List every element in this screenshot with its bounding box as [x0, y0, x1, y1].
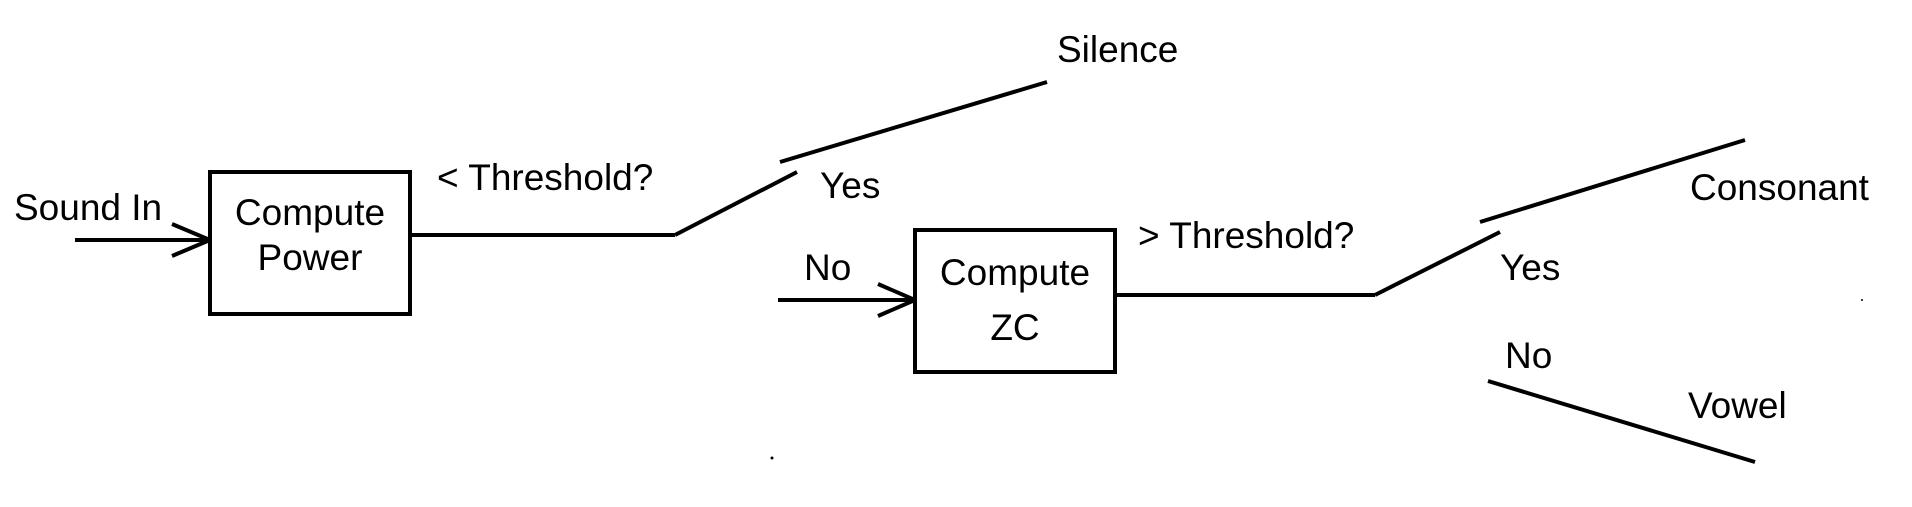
vowel-label: Vowel	[1688, 385, 1787, 426]
consonant-branch-line	[1479, 138, 1746, 224]
vowel-branch-line	[1487, 379, 1756, 464]
speck-dot	[770, 456, 774, 460]
compute-zc-box	[913, 228, 1117, 374]
zc-threshold-label: > Threshold?	[1138, 215, 1354, 256]
compute-power-line2: Power	[258, 237, 363, 278]
compute-zc-line2: ZC	[990, 307, 1039, 348]
compute-power-box	[208, 170, 412, 316]
power-threshold-label: < Threshold?	[437, 157, 653, 198]
sound-in-label: Sound In	[14, 187, 162, 228]
silence-label: Silence	[1057, 29, 1178, 70]
power-switch-lever	[674, 170, 798, 237]
zc-yes-label: Yes	[1500, 247, 1560, 288]
silence-branch-line	[779, 80, 1048, 164]
compute-zc-line1: Compute	[940, 252, 1090, 293]
zc-no-label: No	[1505, 335, 1552, 376]
zc-switch-lever	[1374, 230, 1501, 297]
compute-power-line1: Compute	[235, 192, 385, 233]
speck-dot	[1861, 299, 1863, 301]
power-no-label: No	[804, 247, 851, 288]
power-yes-label: Yes	[820, 165, 880, 206]
consonant-label: Consonant	[1690, 167, 1870, 208]
